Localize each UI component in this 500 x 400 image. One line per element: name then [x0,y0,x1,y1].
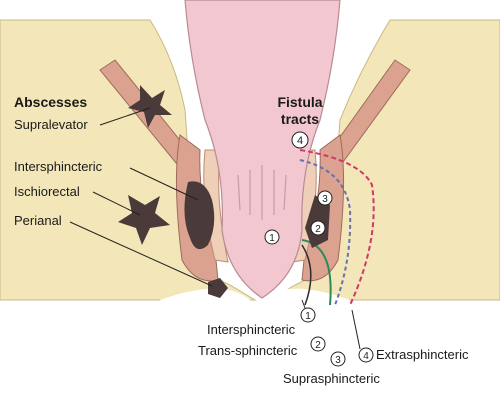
leader-tract-1 [301,299,306,309]
fistula-tract-4-extrasphincteric [299,149,375,306]
intersphincteric-abscess-label: Intersphincteric [14,159,103,174]
tract-marker-3-bottom: 3 [330,351,346,367]
fistula-heading-line2: tracts [280,111,320,127]
rectum-anal-canal [184,0,341,299]
svg-text:4: 4 [297,135,303,147]
svg-text:1: 1 [305,311,311,322]
ischiorectal-label: Ischiorectal [14,184,80,199]
tract-2-label: Trans-sphincteric [198,343,298,358]
fistula-tract-1-intersphincteric [301,244,312,306]
svg-text:3: 3 [335,355,341,366]
leader-perianal [69,221,213,287]
fistula-tract-3-suprasphincteric [299,159,352,306]
tract-marker-2-inner: 2 [310,220,326,236]
svg-text:2: 2 [315,224,321,235]
tract-marker-1-bottom: 1 [300,307,316,323]
tract-3-label: Suprasphincteric [283,371,380,386]
tract-marker-4-top: 4 [291,131,309,149]
anal-columns [237,165,287,220]
ischiorectal-fat-right [268,19,500,301]
leader-ischiorectal [92,191,141,216]
fistula-heading-line1: Fistula [277,94,323,110]
leader-intersphincteric [129,167,199,201]
perianal-abscess [208,278,228,298]
abscesses-heading: Abscesses [14,94,88,110]
tract-marker-3-inner: 3 [317,190,333,206]
intersphincteric-abscess [184,181,215,250]
svg-text:3: 3 [322,194,328,205]
tract-marker-2-bottom: 2 [310,336,326,352]
tract-4-label: Extrasphincteric [376,347,469,362]
leader-supralevator [99,107,151,126]
supralevator-abscess [128,85,172,128]
svg-text:4: 4 [363,351,369,362]
tract-1-label: Intersphincteric [207,322,296,337]
fistula-heading: Fistula tracts [270,95,330,126]
fistula-tract-2-transsphincteric [301,239,332,306]
tract-marker-1-inner: 1 [264,229,280,245]
supralevator-label: Supralevator [14,117,88,132]
ischiorectal-abscess [118,195,170,245]
svg-text:2: 2 [315,340,321,351]
leader-tract-4 [351,309,361,350]
tract-marker-4-bottom: 4 [358,347,374,363]
perianal-label: Perianal [14,213,62,228]
svg-text:1: 1 [269,233,275,244]
